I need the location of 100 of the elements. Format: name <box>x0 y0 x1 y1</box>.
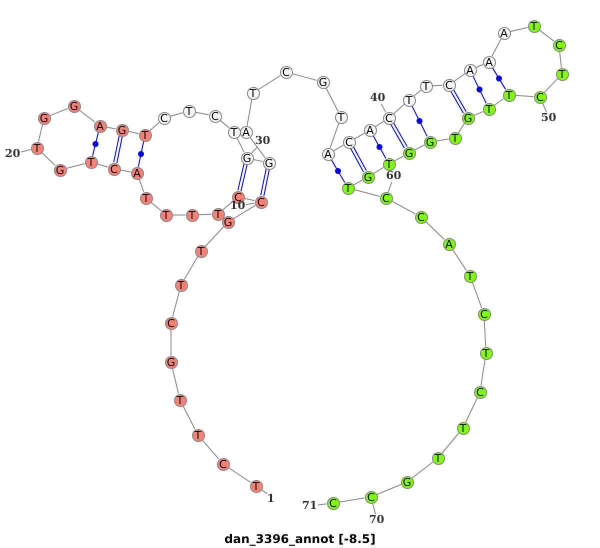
base-pair-line <box>350 146 367 173</box>
leader-line <box>246 202 256 206</box>
diagram-title: dan_3396_annot [-8.5] <box>223 532 377 546</box>
nucleotide-circle: G <box>424 136 436 148</box>
nucleotide-circle: T <box>382 158 396 170</box>
nucleotide-circle: G <box>222 216 234 228</box>
nucleotide-circle: T <box>182 104 196 118</box>
base-pair-line <box>450 89 467 114</box>
backbone-line <box>472 282 482 308</box>
backbone-line <box>222 200 234 210</box>
backbone-line <box>414 144 425 150</box>
backbone-line <box>452 248 467 272</box>
backbone-line <box>194 112 210 116</box>
backbone-line <box>170 329 172 356</box>
nucleotide-circle: T <box>456 422 470 434</box>
nucleotide-circle: T <box>160 208 172 222</box>
nucleotide-circle: C <box>326 496 340 510</box>
backbone-line <box>338 498 366 502</box>
backbone-line <box>480 358 486 386</box>
base-pair-line <box>237 163 248 192</box>
backbone-line <box>150 202 162 212</box>
nucleotide-circle: A <box>94 120 106 132</box>
leader-line <box>380 104 386 113</box>
nucleotide-circle: T <box>250 480 262 492</box>
base-pair-line <box>472 75 487 104</box>
backbone-line <box>258 75 282 90</box>
position-number: 70 <box>369 514 384 526</box>
base-pair-line <box>330 159 346 183</box>
nucleotide-circle: C <box>474 386 486 398</box>
nucleotide-circle: T <box>448 132 462 144</box>
backbone-line <box>172 368 179 394</box>
nucleotide-circle: C <box>164 316 178 330</box>
nucleotide-circle: C <box>442 78 456 92</box>
nucleotide-circle: C <box>158 112 170 124</box>
nucleotide-circle: A <box>364 124 376 136</box>
position-number: 60 <box>386 170 402 182</box>
backbone-line <box>170 112 184 117</box>
backbone-line <box>510 26 528 32</box>
nucleotide-circle: T <box>174 278 188 292</box>
position-number: 50 <box>541 112 556 124</box>
backbone-line <box>491 38 502 57</box>
nucleotide-circle: A <box>322 148 334 160</box>
nucleotide-circle: G <box>240 152 254 164</box>
nucleotide-circle: C <box>380 192 392 204</box>
backbone-line <box>172 214 186 216</box>
nucleotide-circle: T <box>402 94 416 106</box>
backbone-line <box>425 221 445 240</box>
nucleotide-circle: C <box>208 110 222 122</box>
nucleotide-circle: G <box>68 100 80 112</box>
backbone-line <box>244 198 256 202</box>
backbone-line <box>246 98 252 126</box>
backbone-line <box>50 108 68 116</box>
nucleotide-circle: T <box>186 208 198 222</box>
backbone-line <box>41 152 56 166</box>
base-pair-line <box>390 122 408 149</box>
backbone-line <box>292 73 318 81</box>
backbone-line <box>394 156 404 162</box>
backbone-line <box>393 104 405 114</box>
backbone-line <box>38 124 44 142</box>
base-pair-line <box>260 168 270 196</box>
backbone-line <box>198 214 212 216</box>
backbone-line <box>325 87 339 112</box>
backbone-line <box>202 439 220 460</box>
backbone-line <box>544 78 558 93</box>
nucleotide-circle: T <box>556 68 568 80</box>
nucleotide-circle: C <box>382 112 396 124</box>
leader-line <box>20 149 32 152</box>
base-pair-line <box>372 135 386 159</box>
nucleotide-circle: C <box>108 162 120 176</box>
backbone-line <box>204 226 224 247</box>
base-pair-line <box>411 105 428 137</box>
backbone-line <box>465 397 478 423</box>
leader-line <box>388 182 392 192</box>
nucleotide-circle: G <box>262 156 276 170</box>
backbone-line <box>149 122 160 132</box>
backbone-line <box>78 109 96 123</box>
nucleotide-circle: T <box>464 270 476 282</box>
nucleotide-circle: T <box>334 110 348 124</box>
nucleotide-circle: T <box>432 452 444 464</box>
backbone-line <box>494 98 504 106</box>
backbone-line <box>538 29 554 42</box>
backbone-line <box>330 122 340 148</box>
nucleotide-circle: T <box>528 20 540 32</box>
nucleotide-circle: G <box>362 170 374 184</box>
nucleotide-circle: G <box>462 112 474 124</box>
backbone-line <box>514 94 534 98</box>
backbone-line <box>375 120 384 128</box>
position-number: 71 <box>302 500 318 512</box>
nucleotide-circle: G <box>116 124 128 136</box>
nucleotide-circle: T <box>482 102 496 116</box>
position-number: 1 <box>267 493 275 505</box>
backbone-line <box>458 122 465 134</box>
backbone-line <box>414 90 422 96</box>
backbone-line <box>219 120 230 128</box>
backbone-line <box>484 320 486 347</box>
backbone-line <box>333 144 344 152</box>
nucleotide-circle: T <box>192 428 204 442</box>
backbone-line <box>354 132 365 140</box>
nucleotide-circle: T <box>342 182 354 194</box>
base-pair-line <box>492 67 506 90</box>
